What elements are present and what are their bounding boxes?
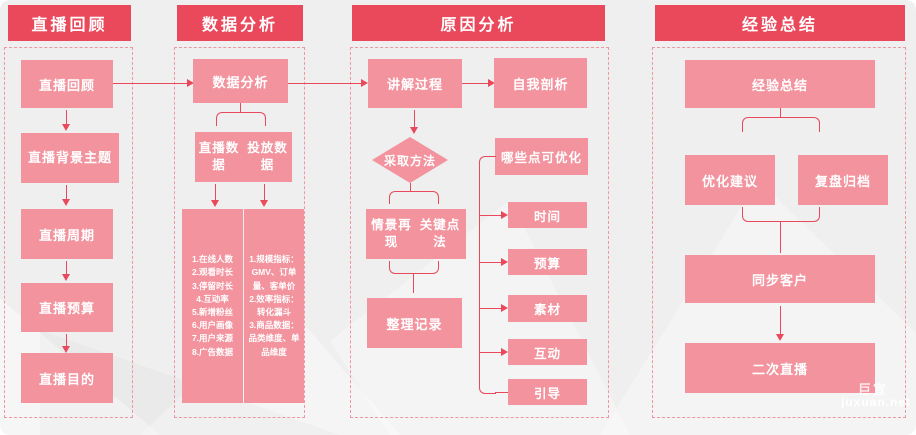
arrow-line <box>66 261 67 274</box>
split-bracket <box>389 191 439 204</box>
merge-stem <box>780 221 781 253</box>
node-budget-point: 预算 <box>508 249 587 275</box>
column-header-data-analysis: 数据分析 <box>177 5 303 41</box>
node-live-budget: 直播预算 <box>21 283 113 332</box>
arrow-line <box>780 306 781 334</box>
node-guidance: 引导 <box>508 379 587 405</box>
split-stem <box>410 183 411 191</box>
connector-process-self <box>462 83 488 84</box>
arrow-head-right <box>488 79 495 87</box>
branch-line <box>479 215 501 216</box>
node-material: 素材 <box>508 295 587 322</box>
arrow-line <box>66 185 67 199</box>
column-header-experience-summary: 经验总结 <box>655 5 905 41</box>
connector-col1-col2 <box>113 83 187 84</box>
node-sync-client: 同步客户 <box>685 255 875 303</box>
watermark-brand: 巨宣 <box>858 382 889 397</box>
node-experience-summary: 经验总结 <box>685 60 875 108</box>
node-ad-metrics-list: 1.规模指标： GMV、订单量、客单价 2.效率指标： 转化漏斗 3.商品数据：… <box>244 209 304 403</box>
arrow-head-right <box>501 348 508 356</box>
arrow-line <box>264 184 265 200</box>
branch-rail <box>479 156 496 394</box>
arrow-line <box>66 334 67 346</box>
arrow-line <box>215 184 216 200</box>
arrow-head-down <box>260 200 268 207</box>
node-organize-records: 整理记录 <box>367 298 462 348</box>
node-data-analysis: 数据分析 <box>193 59 288 103</box>
arrow-head-down <box>776 334 784 341</box>
node-live-metrics-list: 1.在线人数 2.观看时长 3.停留时长 4.互动率 5.新增粉丝 6.用户画像… <box>182 209 243 403</box>
node-self-review: 自我剖析 <box>494 58 587 108</box>
node-background-topic: 直播背景主题 <box>21 133 119 183</box>
branch-line <box>479 308 501 309</box>
node-scene-replay: 情景再现 <box>366 209 417 259</box>
merge-stem <box>413 273 414 293</box>
arrow-head-right <box>361 79 368 87</box>
watermark-site: juxuan.net <box>841 395 912 409</box>
arrow-head-right <box>501 304 508 312</box>
arrow-line <box>414 110 415 127</box>
arrow-head-right <box>501 258 508 266</box>
column-frame-live-review <box>4 47 133 418</box>
arrow-head-down <box>62 199 70 206</box>
column-header-live-review: 直播回顾 <box>8 5 131 41</box>
connector-col2-col3 <box>288 83 361 84</box>
branch-line <box>479 352 501 353</box>
node-review-archive: 复盘归档 <box>798 155 888 205</box>
node-interaction: 互动 <box>508 339 587 365</box>
split-bracket <box>216 112 266 126</box>
column-header-cause-analysis: 原因分析 <box>352 5 605 41</box>
node-time: 时间 <box>508 202 587 228</box>
node-live-review: 直播回顾 <box>21 60 113 108</box>
rail-bottom-extension <box>495 392 508 393</box>
arrow-head-right <box>187 79 194 87</box>
arrow-head-down <box>62 274 70 281</box>
node-explain-process: 讲解过程 <box>368 59 462 108</box>
arrow-line <box>66 110 67 124</box>
split-bracket <box>742 117 820 132</box>
arrow-head-down <box>62 346 70 353</box>
branch-line <box>479 262 501 263</box>
node-live-purpose: 直播目的 <box>21 353 113 403</box>
split-stem <box>780 108 781 117</box>
arrow-head-down <box>62 124 70 131</box>
column-frame-data-analysis <box>174 47 305 418</box>
node-live-data: 直播数据 <box>195 132 243 182</box>
node-ad-data: 投放数据 <box>243 132 292 182</box>
arrow-head-right <box>501 211 508 219</box>
node-second-live: 二次直播 <box>685 343 875 393</box>
arrow-head-down <box>211 200 219 207</box>
node-keypoint-method: 关键点法 <box>414 209 466 259</box>
merge-bracket <box>742 207 820 222</box>
arrow-head-down <box>410 127 418 134</box>
node-optimizable-points: 哪些点可优化 <box>495 138 588 175</box>
merge-bracket <box>389 261 439 274</box>
column-frame-experience-summary <box>652 47 906 418</box>
column-frame-cause-analysis <box>350 47 609 418</box>
split-stem <box>240 103 241 112</box>
node-live-cycle: 直播周期 <box>21 209 113 259</box>
node-optimization-suggestion: 优化建议 <box>685 155 775 205</box>
